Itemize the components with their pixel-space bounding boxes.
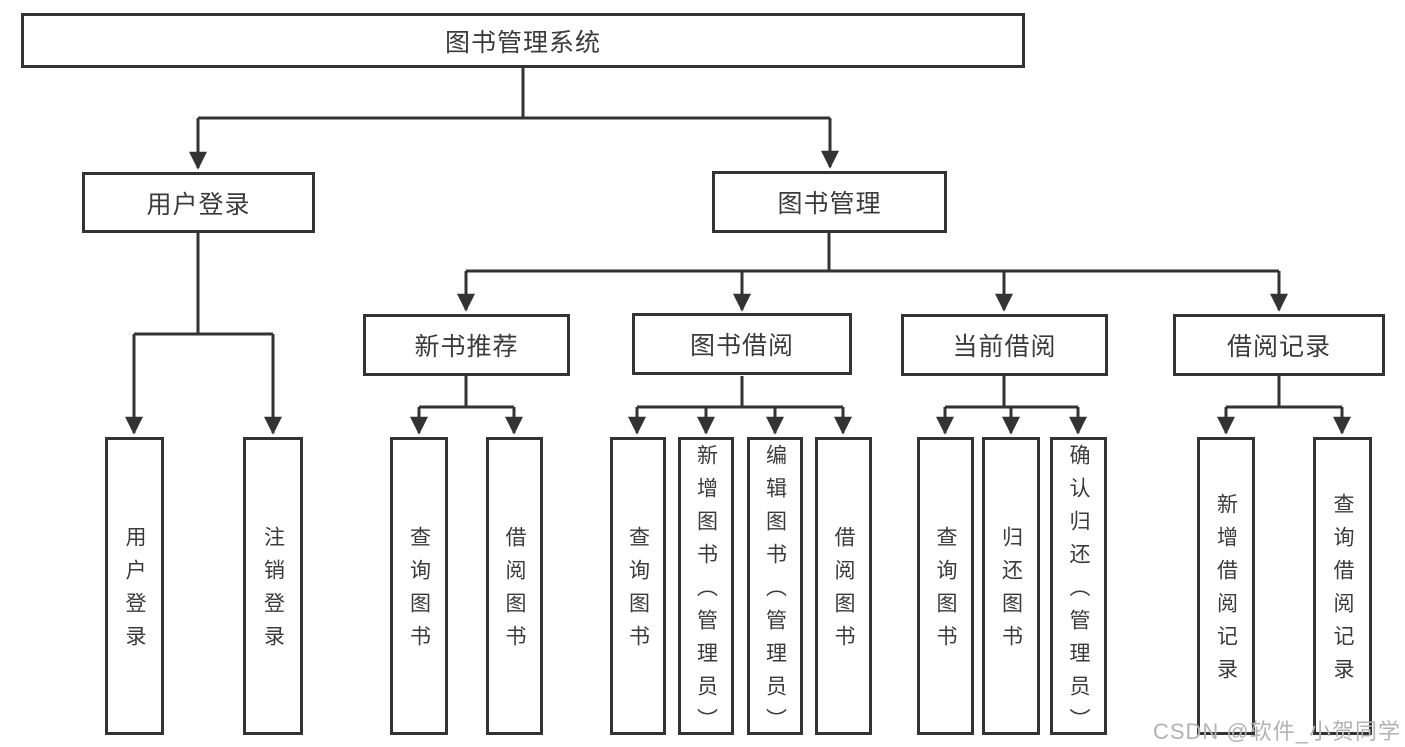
node-label: 注销登录 bbox=[261, 526, 285, 658]
node-borrowing-records: 借阅记录 bbox=[1173, 314, 1385, 376]
leaf-query-borrow-record: 查询借阅记录 bbox=[1313, 437, 1372, 735]
node-label: 查询图书 bbox=[934, 526, 957, 658]
leaf-edit-books-admin: 编辑图书（管理员） bbox=[747, 437, 803, 741]
node-label: 查询图书 bbox=[626, 526, 650, 658]
csdn-watermark: CSDN @软件_小贺同学 bbox=[1152, 719, 1401, 744]
leaf-add-borrow-record: 新增借阅记录 bbox=[1197, 437, 1255, 735]
connector-user-login-to-leaves bbox=[125, 233, 282, 435]
connector-book-borrowing-to-leaves bbox=[628, 376, 852, 435]
leaf-add-books-admin: 新增图书（管理员） bbox=[678, 437, 734, 741]
node-label: 图书管理 bbox=[777, 190, 882, 218]
node-label: 用户登录 bbox=[123, 526, 146, 658]
node-label: 查询图书 bbox=[407, 526, 431, 658]
node-label: 借阅图书 bbox=[503, 526, 526, 658]
node-current-borrowing: 当前借阅 bbox=[901, 314, 1108, 376]
leaf-borrow-books-borrowing: 借阅图书 bbox=[815, 437, 872, 735]
node-label: 借阅记录 bbox=[1226, 333, 1331, 361]
node-label: 归还图书 bbox=[999, 526, 1023, 658]
leaf-query-books-current: 查询图书 bbox=[917, 437, 974, 735]
node-label: 编辑图书（管理员） bbox=[763, 443, 787, 741]
leaf-logout: 注销登录 bbox=[243, 437, 303, 735]
connector-book-mgmt-to-groups bbox=[457, 233, 1288, 312]
leaf-user-login: 用户登录 bbox=[105, 437, 164, 735]
connector-new-book-recommend-to-leaves bbox=[410, 376, 523, 435]
node-label: 当前借阅 bbox=[952, 333, 1057, 361]
node-user-login: 用户登录 bbox=[82, 172, 315, 233]
node-label: 图书借阅 bbox=[689, 332, 794, 360]
leaf-borrow-books-recommend: 借阅图书 bbox=[486, 437, 543, 735]
node-label: 用户登录 bbox=[146, 190, 251, 219]
leaf-confirm-return-admin: 确认归还（管理员） bbox=[1050, 437, 1107, 741]
node-new-book-recommend: 新书推荐 bbox=[363, 314, 570, 376]
node-book-management: 图书管理 bbox=[712, 171, 947, 233]
connector-current-borrowing-to-leaves bbox=[936, 376, 1087, 435]
connector-root-to-level2 bbox=[189, 68, 839, 170]
node-label: 新增图书（管理员） bbox=[694, 443, 718, 741]
leaf-query-books-recommend: 查询图书 bbox=[390, 437, 448, 735]
node-label: 借阅图书 bbox=[832, 526, 855, 658]
node-label: 确认归还（管理员） bbox=[1067, 443, 1090, 741]
node-book-management-system: 图书管理系统 bbox=[21, 13, 1025, 68]
node-label: 新书推荐 bbox=[414, 333, 519, 361]
node-label: 查询借阅记录 bbox=[1331, 493, 1354, 691]
node-label: 新增借阅记录 bbox=[1214, 493, 1238, 691]
node-book-borrowing: 图书借阅 bbox=[632, 313, 852, 375]
leaf-query-books-borrowing: 查询图书 bbox=[610, 437, 666, 735]
connector-borrowing-records-to-leaves bbox=[1217, 376, 1351, 435]
node-label: 图书管理系统 bbox=[444, 28, 601, 57]
leaf-return-books: 归还图书 bbox=[982, 437, 1040, 735]
